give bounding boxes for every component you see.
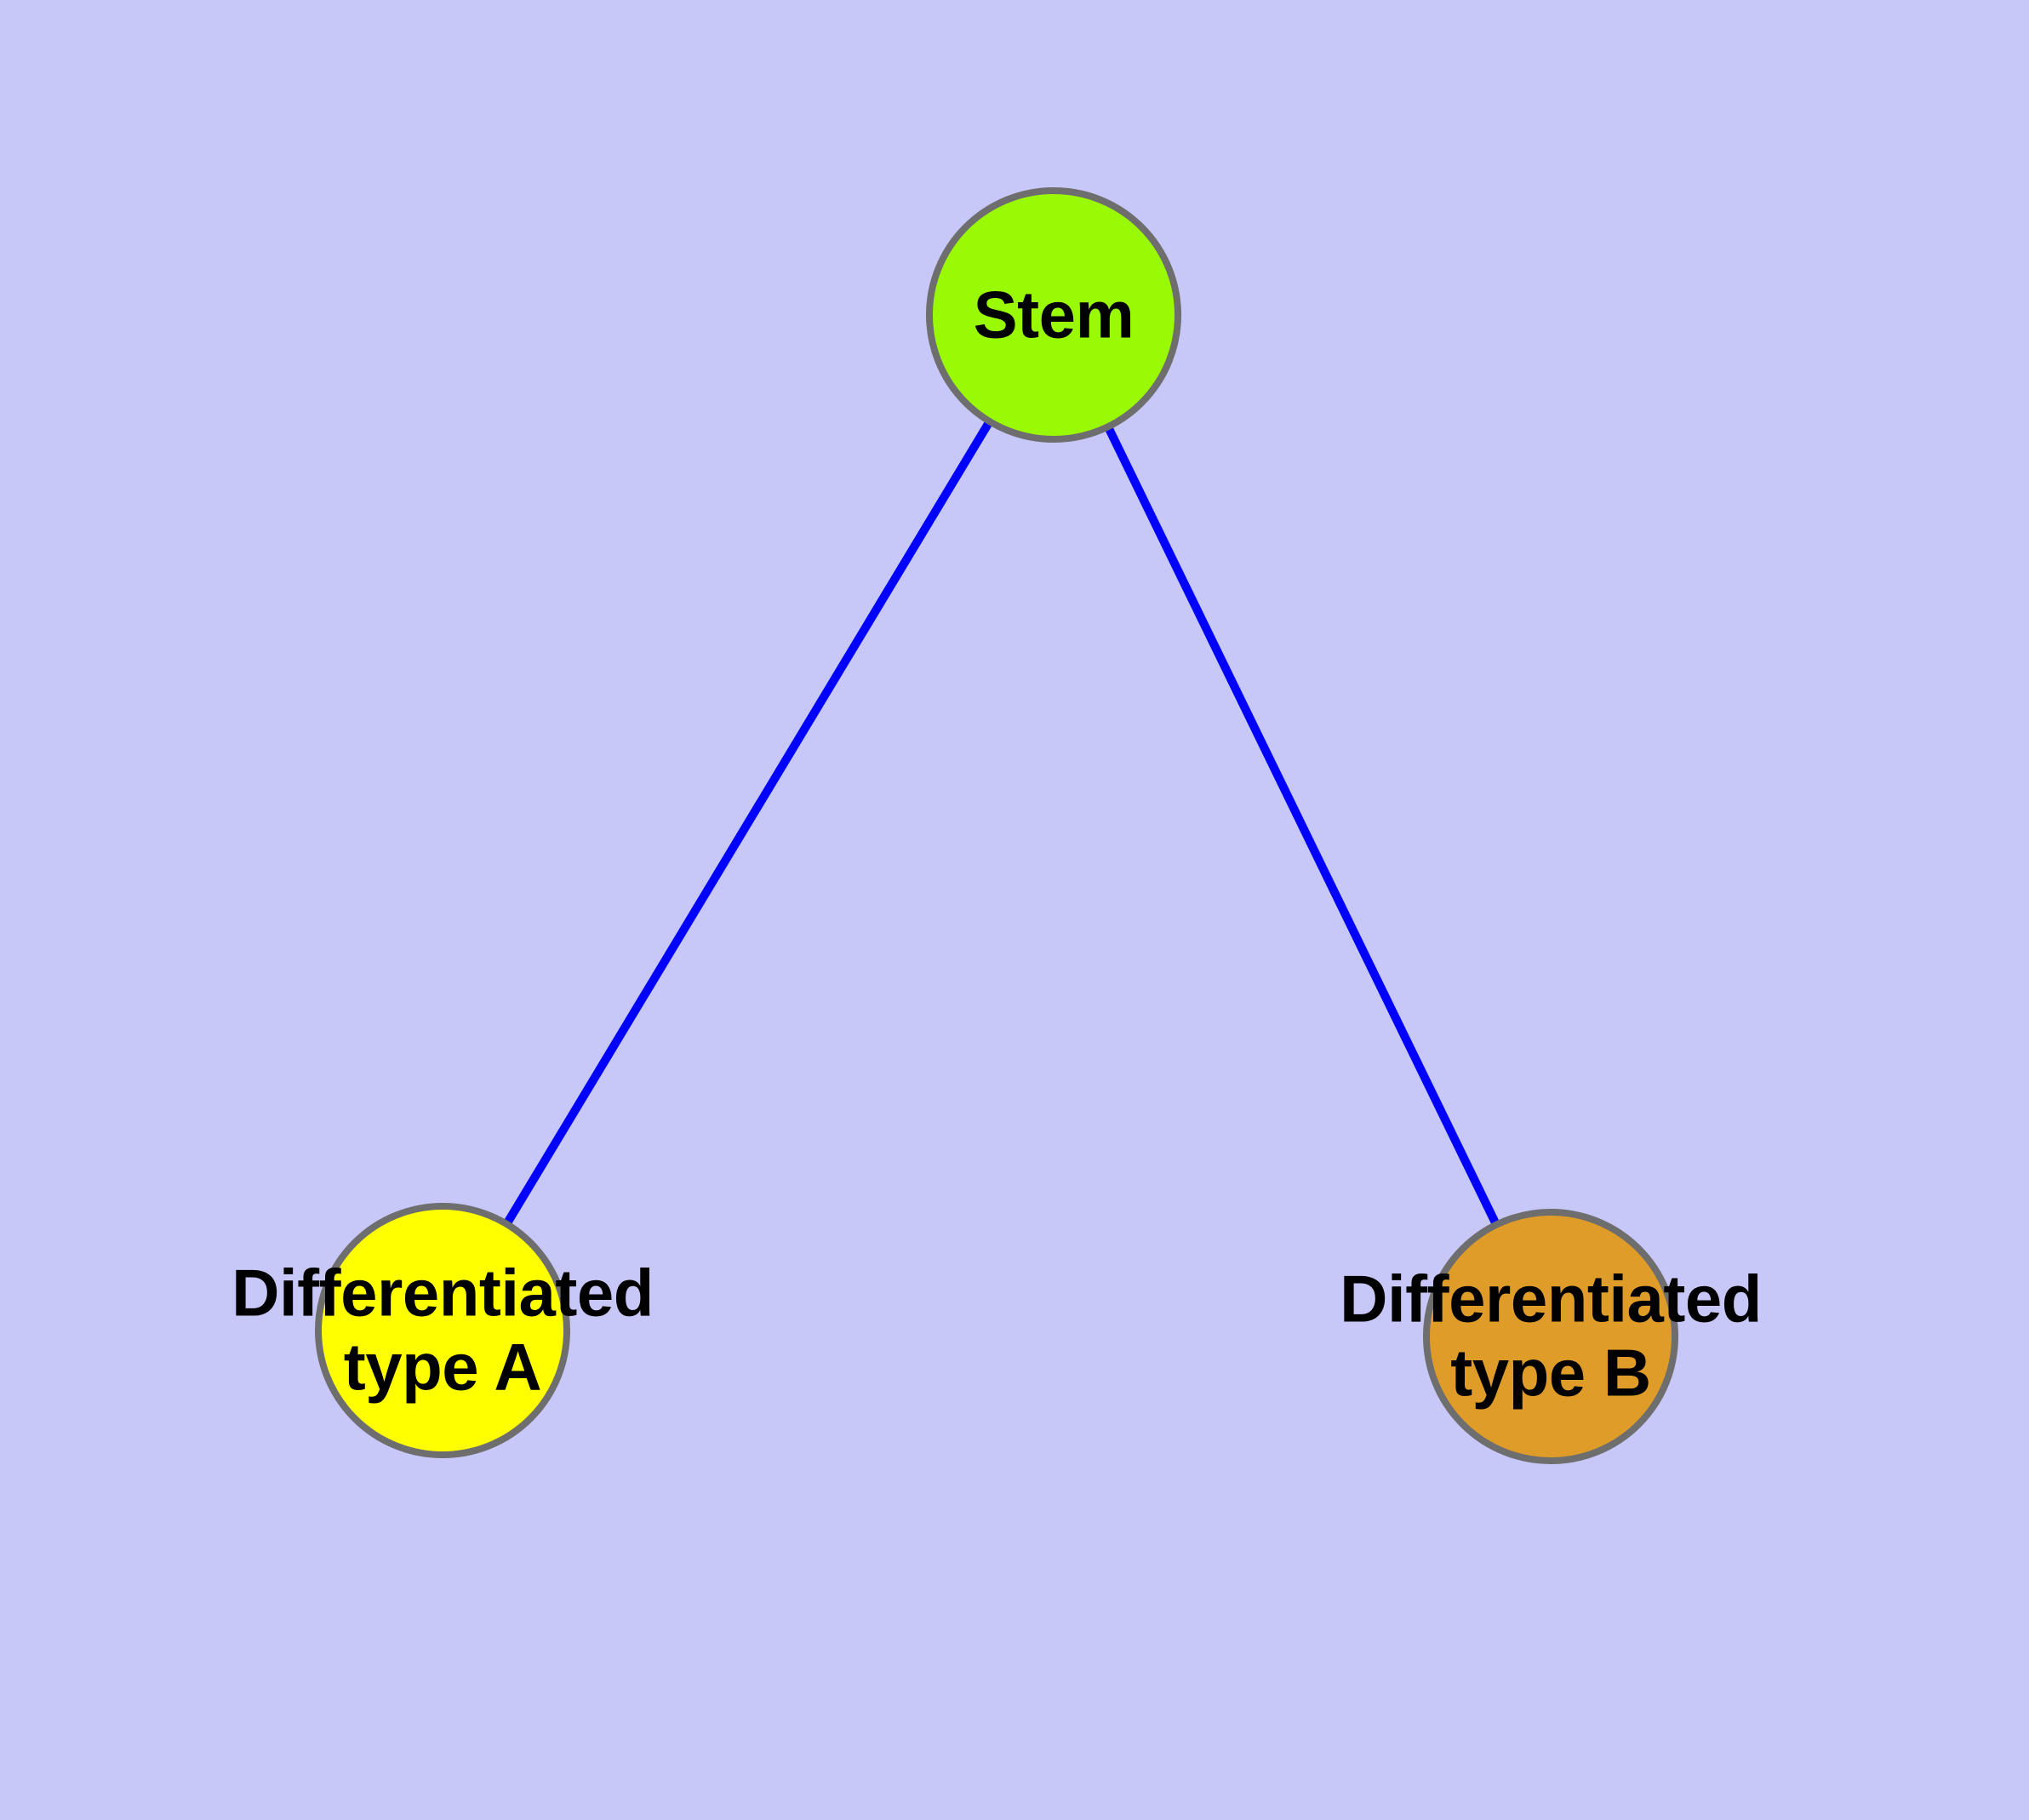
edge-stem-to-diff-b[interactable] (1103, 423, 1501, 1228)
node-differentiated-type-a-circle[interactable] (315, 1203, 570, 1458)
node-differentiated-type-b-circle[interactable] (1423, 1209, 1678, 1464)
edge-layer (501, 417, 1501, 1228)
node-layer (315, 187, 1678, 1464)
edge-stem-to-diff-a[interactable] (501, 417, 995, 1228)
node-stem-circle[interactable] (926, 187, 1181, 443)
